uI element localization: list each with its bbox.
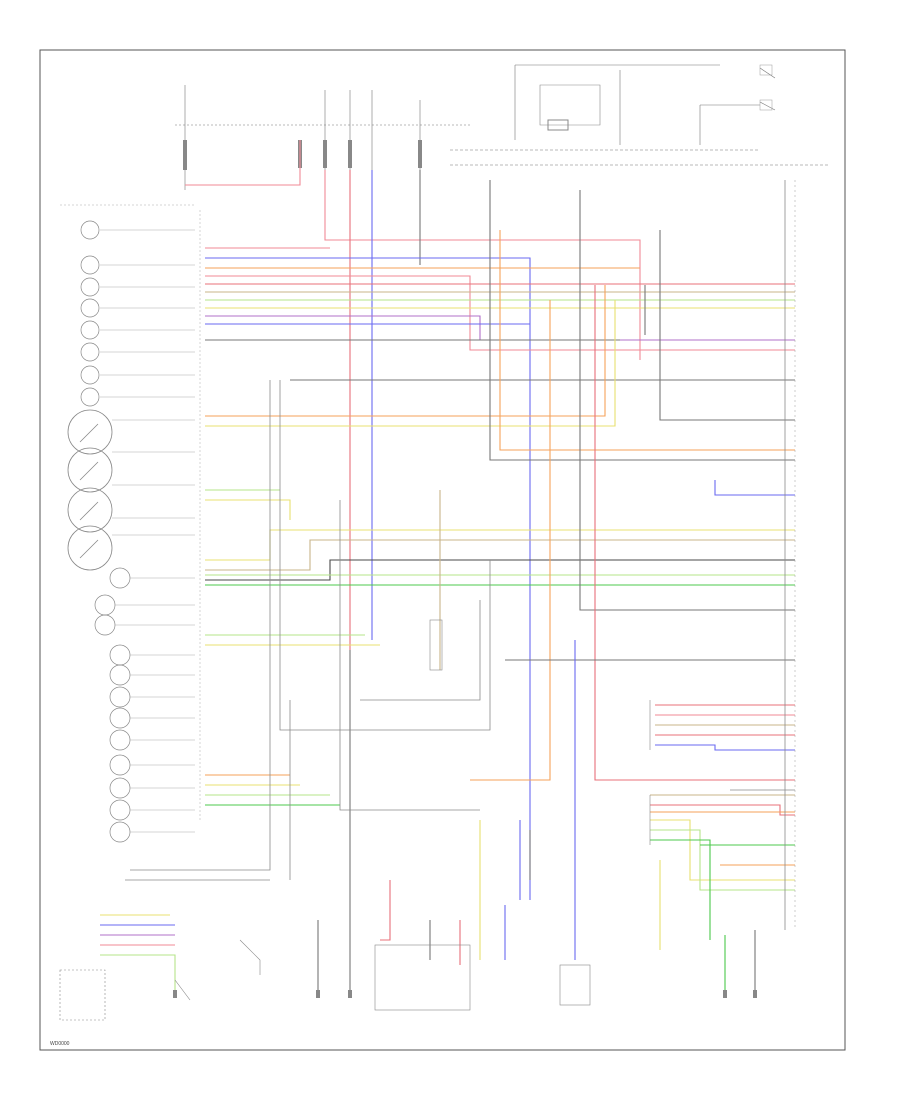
footer-code: WD0000 [50, 1041, 70, 1047]
indicator-lamp-icon [80, 342, 100, 362]
indicator-lamp-icon [109, 644, 131, 666]
ground-terminals [173, 990, 757, 998]
cluster-pin-leads [60, 204, 201, 833]
indicator-lamp-icon [80, 320, 100, 340]
indicator-lamp-icon [94, 614, 116, 636]
switch-symbol [174, 979, 191, 1001]
top-fuses [183, 119, 569, 170]
top-relay [539, 84, 601, 126]
indicator-lamp-icon [109, 664, 131, 686]
sensor-block [429, 619, 443, 671]
indicator-lamp-icon [94, 594, 116, 616]
instrument-cluster [60, 204, 201, 843]
indicator-lamp-icon [109, 754, 131, 776]
indicator-lamp-icon [80, 298, 100, 318]
indicator-lamp-icon [80, 220, 100, 240]
indicator-lamp-icon [80, 365, 100, 385]
relay-block [559, 964, 591, 1006]
indicator-lamp-icon [109, 729, 131, 751]
diagram-border [39, 49, 846, 1051]
components [59, 84, 651, 1021]
tachometer-icon [67, 487, 113, 533]
switch-symbol [239, 939, 261, 975]
gauge-column [67, 409, 113, 571]
indicator-lamp-icon [109, 777, 131, 799]
indicator-lamp-icon [80, 387, 100, 407]
indicator-lamp-icon [109, 799, 131, 821]
lower-lamp-column [94, 567, 131, 843]
indicator-lamp-icon [109, 707, 131, 729]
fuel-gauge-icon [67, 447, 113, 493]
top-fuse-section [175, 64, 830, 190]
indicator-lamp-icon [109, 567, 131, 589]
temperature-gauge-icon [67, 525, 113, 571]
indicator-lamp-icon [109, 821, 131, 843]
indicator-lamp-icon [80, 255, 100, 275]
indicator-lamp-icon [80, 277, 100, 297]
speedometer-icon [67, 409, 113, 455]
wire-harness [100, 140, 795, 990]
right-connector [759, 64, 796, 930]
warning-lamp-column [80, 220, 100, 407]
ground-block [59, 969, 106, 1021]
motor-block [374, 944, 471, 1011]
indicator-lamp-icon [109, 686, 131, 708]
grey-harness [125, 180, 795, 930]
